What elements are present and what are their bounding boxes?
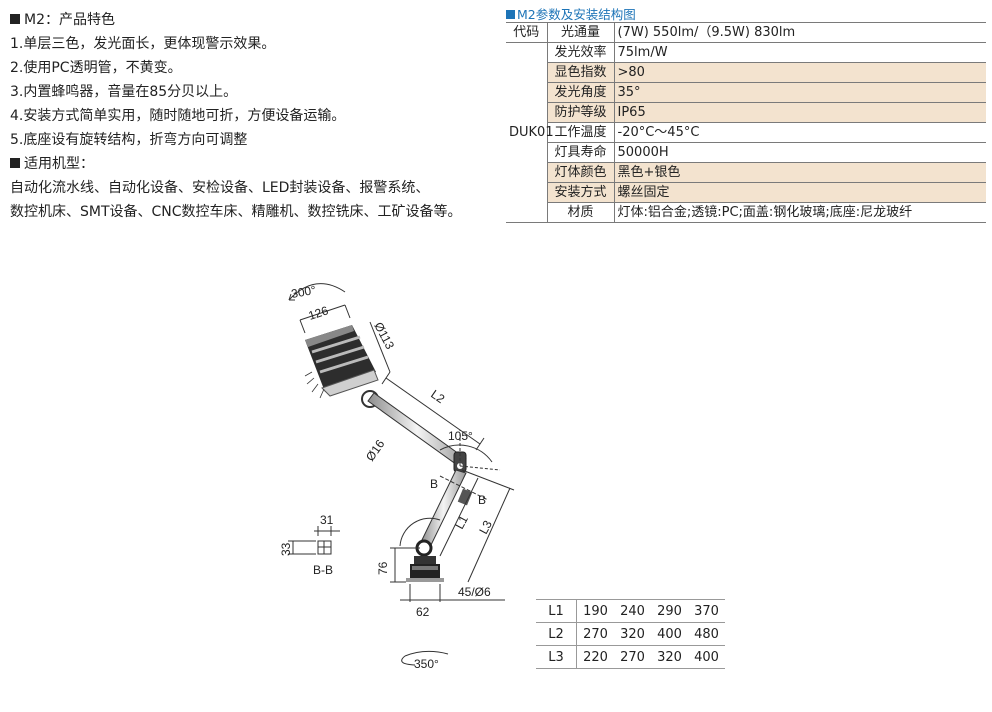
section-width-label: 31 bbox=[320, 513, 334, 527]
length-value: 270 bbox=[576, 622, 614, 646]
spec-row: 防护等级 IP65 bbox=[506, 102, 986, 123]
rotation-arrow-icon bbox=[404, 650, 449, 657]
l2-label: L2 bbox=[428, 387, 447, 406]
square-bullet-icon bbox=[506, 10, 515, 19]
spec-row: 灯体颜色 黑色+银色 bbox=[506, 162, 986, 183]
spec-row: 材质 灯体:铝合金;透镜:PC;面盖:钢化玻璃;底座:尼龙玻纤 bbox=[506, 202, 986, 223]
length-value: 320 bbox=[614, 622, 651, 646]
head-width-label: 126 bbox=[307, 303, 331, 323]
lamp-head bbox=[305, 325, 379, 397]
spec-row: 显色指数 >80 bbox=[506, 62, 986, 83]
rotation-top-label: 300° bbox=[290, 283, 317, 301]
spec-value: IP65 bbox=[613, 102, 986, 123]
section-label: B-B bbox=[313, 563, 333, 577]
spec-label: 灯体颜色 bbox=[547, 162, 615, 183]
feature-item: 3.内置蜂鸣器，音量在85分贝以上。 bbox=[10, 84, 238, 100]
square-bullet-icon bbox=[10, 14, 20, 24]
length-table: L1 190 240 290 370 L2 270 320 400 480 L3… bbox=[536, 599, 725, 669]
length-value: 220 bbox=[576, 645, 614, 669]
feature-item: 1.单层三色，发光面长，更体现警示效果。 bbox=[10, 36, 276, 52]
length-row-name: L3 bbox=[536, 645, 577, 669]
spec-table: 代码 光通量 (7W) 550lm/（9.5W) 830lm DUK01 发光效… bbox=[506, 22, 986, 223]
spec-label: 防护等级 bbox=[547, 102, 615, 123]
base-height-label: 76 bbox=[376, 561, 390, 575]
code-header: 代码 bbox=[506, 22, 548, 43]
spec-value: 50000H bbox=[613, 142, 986, 163]
spec-label: 光通量 bbox=[546, 22, 615, 43]
length-row: L2 270 320 400 480 bbox=[536, 622, 725, 646]
spec-value: 灯体:铝合金;透镜:PC;面盖:钢化玻璃;底座:尼龙玻纤 bbox=[613, 202, 986, 223]
length-value: 240 bbox=[614, 599, 651, 623]
machines-line: 自动化流水线、自动化设备、安检设备、LED封装设备、报警系统、 bbox=[10, 180, 430, 196]
l3-label: L3 bbox=[476, 518, 495, 537]
spec-row: 代码 光通量 (7W) 550lm/（9.5W) 830lm bbox=[506, 22, 986, 43]
rotation-arrow-icon bbox=[288, 283, 346, 301]
features-title: M2：产品特色 bbox=[10, 8, 500, 32]
lamp-base bbox=[406, 556, 444, 582]
length-value: 320 bbox=[651, 645, 688, 669]
length-value: 370 bbox=[688, 599, 725, 623]
lamp-drawing: 300° 126 Ø113 L2 Ø16 105° B B L1 L3 76 6… bbox=[279, 283, 515, 671]
length-row: L1 190 240 290 370 bbox=[536, 599, 725, 623]
spec-title: M2参数及安装结构图 bbox=[506, 4, 636, 23]
length-value: 400 bbox=[688, 645, 725, 669]
length-value: 400 bbox=[651, 622, 688, 646]
spec-label: 材质 bbox=[547, 202, 615, 223]
spec-label: 发光效率 bbox=[546, 42, 615, 63]
features-block: M2：产品特色 1.单层三色，发光面长，更体现警示效果。 2.使用PC透明管，不… bbox=[10, 8, 500, 224]
spec-label: 显色指数 bbox=[547, 62, 615, 83]
machines-title: 适用机型： bbox=[10, 152, 500, 176]
section-bb bbox=[288, 526, 340, 555]
arm-diameter-label: Ø16 bbox=[363, 437, 388, 464]
spec-label: 发光角度 bbox=[547, 82, 615, 103]
feature-item: 5.底座设有旋转结构，折弯方向可调整 bbox=[10, 132, 248, 148]
length-value: 190 bbox=[576, 599, 614, 623]
base-width-label: 62 bbox=[416, 605, 430, 619]
spec-row: 安装方式 螺丝固定 bbox=[506, 182, 986, 203]
spec-label: 安装方式 bbox=[547, 182, 615, 203]
spec-value: -20°C～45°C bbox=[613, 122, 986, 143]
spec-row: DUK01 发光效率 75lm/W bbox=[506, 42, 986, 223]
spec-row: 发光角度 35° bbox=[506, 82, 986, 103]
holes-label: 45/Ø6 bbox=[458, 585, 491, 599]
spec-value: 75lm/W bbox=[613, 42, 986, 63]
length-row-name: L2 bbox=[536, 622, 577, 646]
length-value: 290 bbox=[651, 599, 688, 623]
spec-label: 工作温度 bbox=[547, 122, 615, 143]
rotation-bottom-label: 350° bbox=[414, 657, 439, 671]
spec-row: 工作温度 -20°C～45°C bbox=[506, 122, 986, 143]
spec-value: (7W) 550lm/（9.5W) 830lm bbox=[613, 22, 986, 43]
length-value: 480 bbox=[688, 622, 725, 646]
spec-value: 35° bbox=[613, 82, 986, 103]
section-mark-b1: B bbox=[430, 477, 438, 491]
section-mark-b2: B bbox=[478, 493, 486, 507]
spec-value: 螺丝固定 bbox=[613, 182, 986, 203]
length-row-name: L1 bbox=[536, 599, 577, 623]
machines-line: 数控机床、SMT设备、CNC数控车床、精雕机、数控铣床、工矿设备等。 bbox=[10, 204, 462, 220]
angle-label: 105° bbox=[448, 429, 473, 443]
length-row: L3 220 270 320 400 bbox=[536, 645, 725, 669]
product-code: DUK01 bbox=[506, 42, 554, 223]
spec-value: 黑色+银色 bbox=[613, 162, 986, 183]
l1-label: L1 bbox=[452, 513, 471, 532]
square-bullet-icon bbox=[10, 158, 20, 168]
spec-label: 灯具寿命 bbox=[547, 142, 615, 163]
length-value: 270 bbox=[614, 645, 651, 669]
spec-row: 灯具寿命 50000H bbox=[506, 142, 986, 163]
feature-item: 4.安装方式简单实用，随时随地可折，方便设备运输。 bbox=[10, 108, 346, 124]
section-height-label: 33 bbox=[279, 542, 293, 556]
feature-item: 2.使用PC透明管，不黄变。 bbox=[10, 60, 182, 76]
spec-value: >80 bbox=[613, 62, 986, 83]
